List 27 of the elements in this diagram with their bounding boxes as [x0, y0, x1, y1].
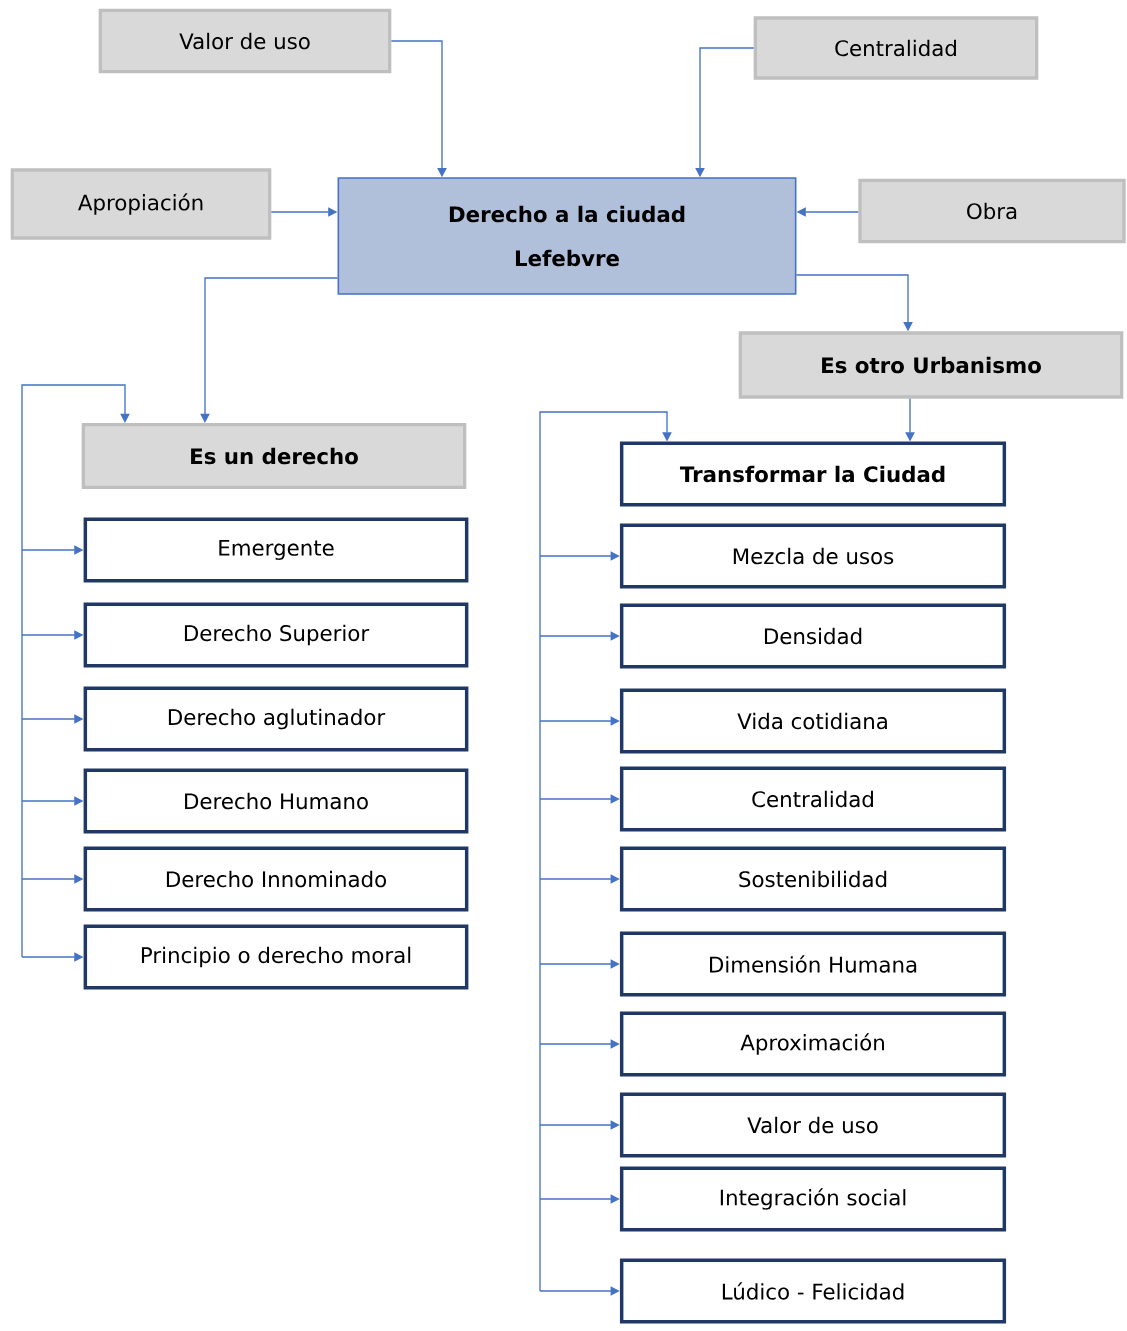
label-box: Centralidad — [753, 16, 1039, 80]
concept-box: Derecho aglutinador — [83, 686, 469, 752]
label-box: Valor de uso — [98, 8, 392, 74]
concept-box: Derecho Innominado — [83, 846, 469, 912]
arrow — [200, 277, 339, 423]
label-box: Apropiación — [10, 168, 272, 240]
concept-box: Mezcla de usos — [619, 523, 1007, 589]
concept-box: Derecho Humano — [83, 768, 469, 834]
concept-box: Lúdico - Felicidad — [619, 1258, 1007, 1324]
label-box: Obra — [858, 178, 1126, 244]
arrow — [21, 384, 130, 962]
concept-box: Transformar la Ciudad — [619, 441, 1007, 507]
concept-box: Integración social — [619, 1166, 1007, 1232]
concept-box: Dimensión Humana — [619, 931, 1007, 997]
concept-box: Centralidad — [619, 766, 1007, 832]
arrow — [539, 411, 672, 1296]
concept-box: Densidad — [619, 603, 1007, 669]
label-box: Es un derecho — [81, 423, 467, 489]
concept-box: Emergente — [83, 517, 469, 583]
concept-box: Valor de uso — [619, 1092, 1007, 1158]
concept-box: Aproximación — [619, 1011, 1007, 1077]
concept-box: Sostenibilidad — [619, 846, 1007, 912]
concept-box: Derecho Superior — [83, 602, 469, 668]
concept-box: Vida cotidiana — [619, 688, 1007, 754]
title-box: Derecho a la ciudad Lefebvre — [337, 177, 797, 295]
label-box: Es otro Urbanismo — [738, 331, 1124, 399]
concept-box: Principio o derecho moral — [83, 924, 469, 990]
